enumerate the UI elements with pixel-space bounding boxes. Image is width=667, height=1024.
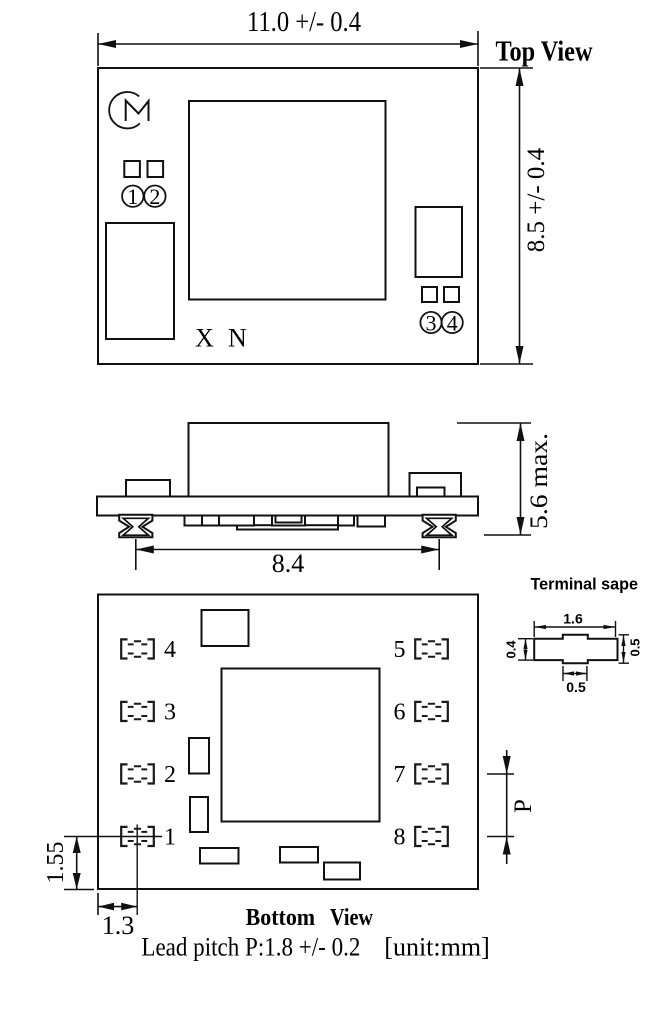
svg-text:0.4: 0.4	[504, 640, 519, 659]
svg-text:N: N	[228, 324, 247, 353]
svg-text:8.5 +/- 0.4: 8.5 +/- 0.4	[523, 147, 550, 252]
svg-text:3: 3	[426, 310, 437, 335]
svg-text:0.5: 0.5	[566, 679, 586, 695]
svg-text:11.0 +/- 0.4: 11.0 +/- 0.4	[247, 7, 361, 38]
svg-text:1.6: 1.6	[563, 611, 583, 627]
svg-text:8: 8	[394, 825, 406, 851]
svg-text:5.6 max.: 5.6 max.	[526, 433, 553, 529]
svg-text:Top View: Top View	[496, 37, 594, 68]
svg-text:Bottom: Bottom	[246, 904, 316, 931]
svg-text:1: 1	[164, 825, 176, 851]
svg-text:1: 1	[127, 184, 138, 209]
svg-text:6: 6	[394, 700, 406, 726]
svg-text:5: 5	[394, 637, 406, 663]
svg-text:1.55: 1.55	[43, 842, 69, 884]
svg-text:1.3: 1.3	[102, 911, 135, 940]
svg-text:2: 2	[149, 184, 160, 209]
svg-text:4: 4	[447, 310, 458, 335]
svg-text:7: 7	[394, 762, 406, 788]
svg-text:[unit:mm]: [unit:mm]	[384, 933, 489, 962]
svg-text:3: 3	[164, 700, 176, 726]
svg-text:Terminal sape: Terminal sape	[531, 576, 639, 594]
svg-text:4: 4	[164, 637, 176, 663]
svg-text:0.5: 0.5	[628, 638, 643, 656]
svg-text:X: X	[195, 324, 214, 353]
svg-text:2: 2	[164, 762, 176, 788]
svg-text:P: P	[510, 799, 537, 813]
svg-text:Lead pitch P:1.8 +/- 0.2: Lead pitch P:1.8 +/- 0.2	[141, 933, 360, 962]
svg-text:View: View	[330, 904, 373, 931]
svg-text:8.4: 8.4	[272, 549, 305, 578]
